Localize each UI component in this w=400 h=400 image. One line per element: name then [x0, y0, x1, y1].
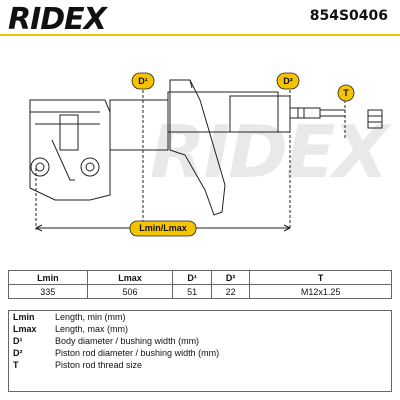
legend-item: T Piston rod thread size: [13, 359, 391, 371]
brand-watermark: RIDEX: [150, 110, 389, 194]
legend-item: D² Piston rod diameter / bushing width (…: [13, 347, 391, 359]
header: RIDEX 854S0406: [0, 0, 400, 40]
legend-item: D¹ Body diameter / bushing width (mm): [13, 335, 391, 347]
legend-desc: Body diameter / bushing width (mm): [55, 336, 200, 346]
legend-desc: Length, max (mm): [55, 324, 129, 334]
shock-absorber-drawing: D¹ D² T Lmin/Lmax: [29, 72, 383, 237]
spec-header-lmax: Lmax: [86, 270, 174, 285]
legend-abbr: Lmax: [13, 324, 37, 334]
legend-abbr: T: [13, 360, 19, 370]
header-divider: [0, 34, 400, 36]
label-t: T: [343, 88, 349, 98]
legend-abbr: D²: [13, 348, 23, 358]
label-d2: D²: [283, 76, 293, 86]
label-d1: D¹: [138, 76, 148, 86]
spec-value-d2: 22: [210, 284, 251, 299]
legend-desc: Length, min (mm): [55, 312, 126, 322]
piston-rod: [289, 107, 321, 119]
legend: Lmin Length, min (mm) Lmax Length, max (…: [8, 310, 392, 392]
label-length: Lmin/Lmax: [139, 223, 187, 233]
spec-value-lmax: 506: [86, 284, 174, 299]
spec-header-t: T: [249, 270, 392, 285]
brand-logo: RIDEX: [8, 2, 107, 37]
legend-item: Lmax Length, max (mm): [13, 323, 391, 335]
spec-header-d2: D²: [210, 270, 251, 285]
spec-header-lmin: Lmin: [8, 270, 88, 285]
legend-desc: Piston rod diameter / bushing width (mm): [55, 348, 220, 358]
spec-value-row: 335 506 51 22 M12x1.25: [8, 284, 392, 299]
spec-header-row: Lmin Lmax D¹ D² T: [8, 270, 392, 285]
spring-seat: [169, 79, 226, 216]
spec-header-d1: D¹: [172, 270, 212, 285]
nut: [367, 109, 383, 129]
legend-abbr: D¹: [13, 336, 23, 346]
legend-desc: Piston rod thread size: [55, 360, 143, 370]
body-cylinder: [109, 99, 169, 151]
spec-table: Lmin Lmax D¹ D² T 335 506 51 22 M12x1.25: [8, 270, 392, 299]
spec-value-d1: 51: [172, 284, 212, 299]
legend-item: Lmin Length, min (mm): [13, 311, 391, 323]
mounting-bracket: [29, 99, 111, 201]
spec-value-lmin: 335: [8, 284, 88, 299]
spec-value-t: M12x1.25: [249, 284, 392, 299]
part-number: 854S0406: [309, 8, 388, 24]
legend-abbr: Lmin: [13, 312, 35, 322]
